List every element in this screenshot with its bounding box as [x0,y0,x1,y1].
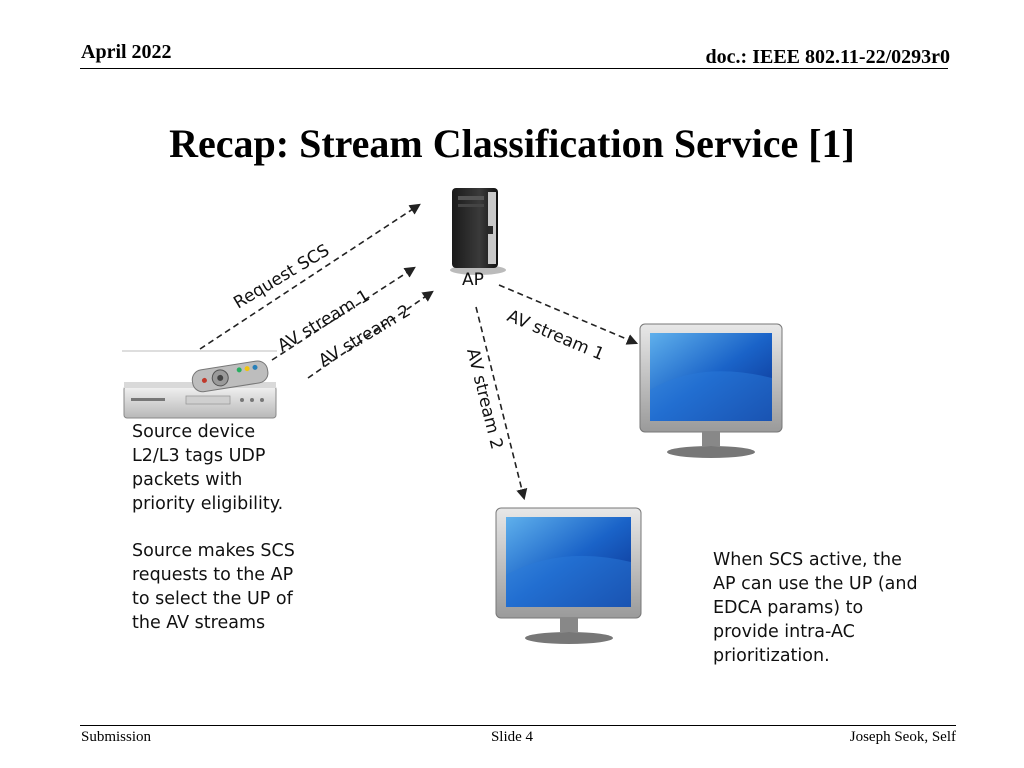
right-tv-monitor-icon [639,323,783,458]
av-stream-2-arrow [307,290,434,379]
ap-to-right-tv-arrow [498,284,639,345]
ap-to-bottom-tv-arrow [475,306,528,501]
request-scs-label: Request SCS [230,241,333,314]
footer-divider [80,725,956,726]
source-note-1: Source device L2/L3 tags UDP packets wit… [132,422,284,514]
remote-control-icon [191,360,269,393]
access-point-icon [450,188,506,275]
slide-title: Recap: Stream Classification Service [1] [169,121,855,166]
request-scs-arrow [199,203,421,350]
header-date: April 2022 [81,41,172,63]
footer-author: Joseph Seok, Self [849,729,956,745]
bottom-tv-monitor-icon [495,507,642,644]
ap-right-stream-label: AV stream 1 [504,306,607,365]
header-divider [80,68,948,69]
footer-slide-number: Slide 4 [490,729,534,745]
ap-note: When SCS active, the AP can use the UP (… [713,550,918,666]
source-note-2: Source makes SCS requests to the AP to s… [132,541,295,633]
header-doc-id: doc.: IEEE 802.11-22/0293r0 [705,46,950,68]
av-stream-1-arrow [271,266,416,361]
footer-submission: Submission [81,729,152,745]
ap-label: AP [462,270,484,290]
